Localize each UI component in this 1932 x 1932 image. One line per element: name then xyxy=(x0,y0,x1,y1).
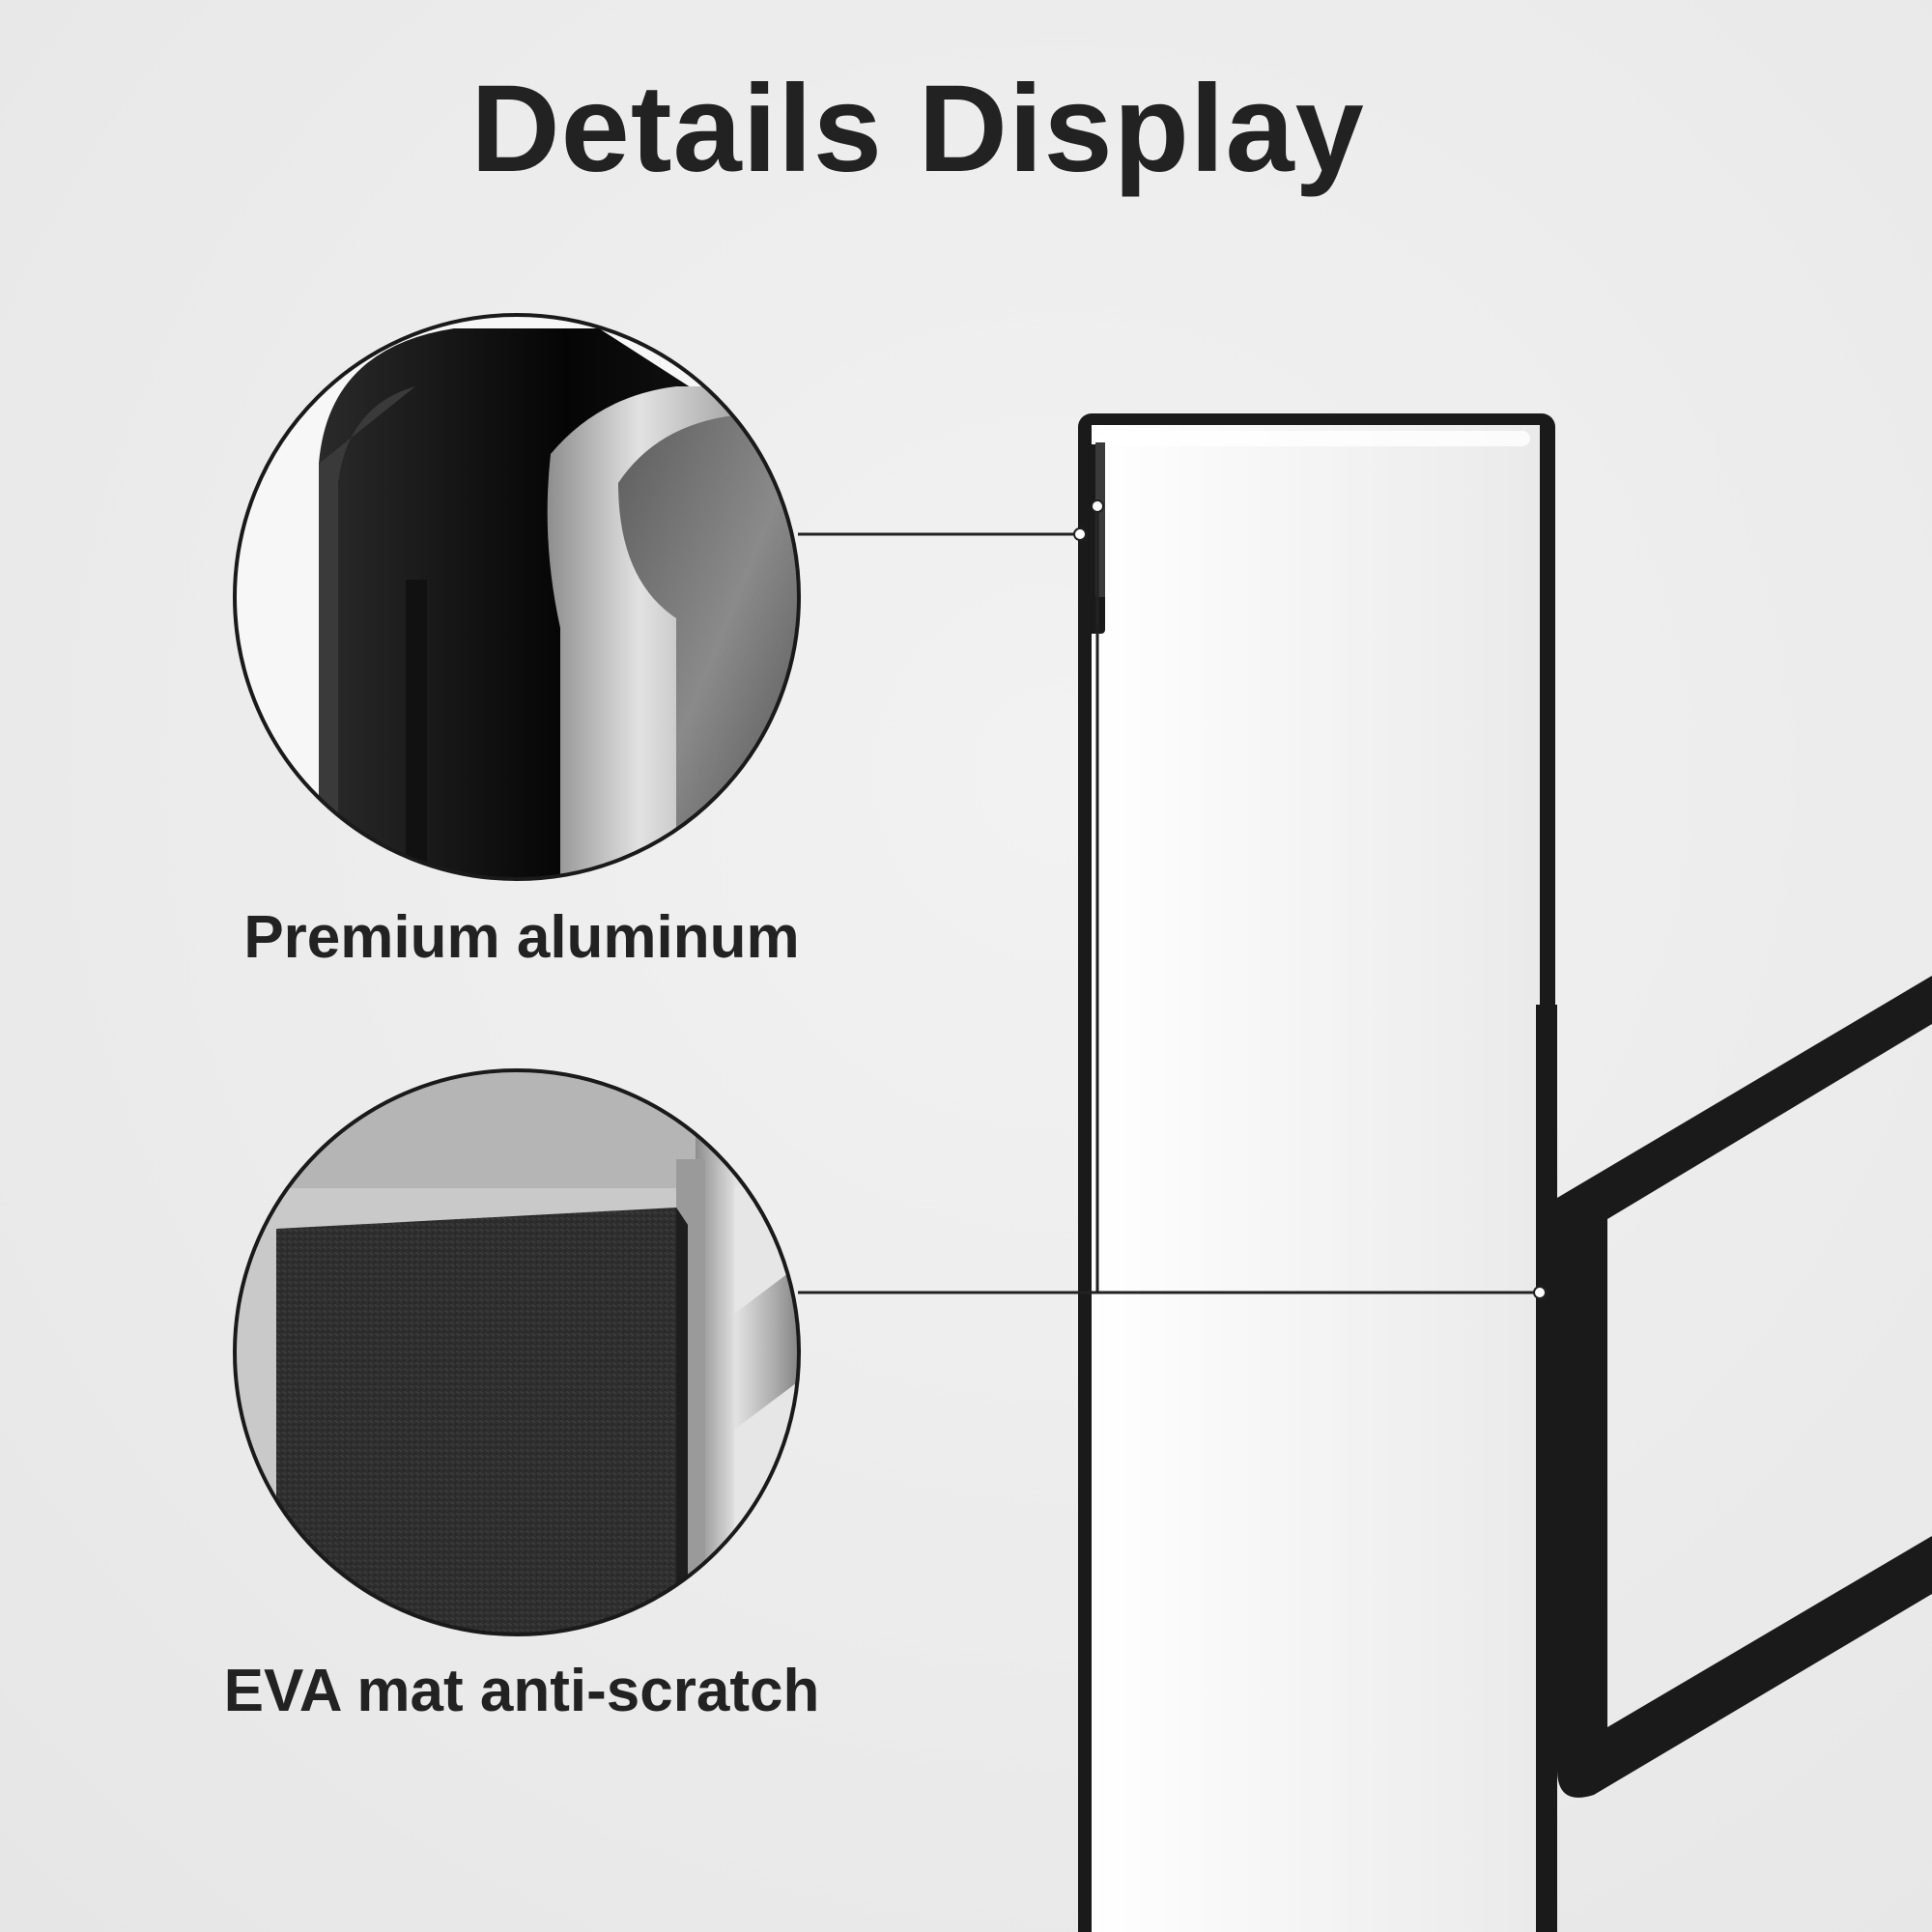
eva-mat-icon xyxy=(233,1068,801,1636)
page-title: Details Display xyxy=(470,60,1365,198)
callout-label-aluminum: Premium aluminum xyxy=(243,904,800,971)
callout-label-eva: EVA mat anti-scratch xyxy=(223,1658,820,1724)
aluminum-profile-icon xyxy=(233,313,801,881)
callout-lines xyxy=(798,499,1547,1299)
mirror-stand xyxy=(1557,976,1932,1798)
mirror-frame xyxy=(1078,413,1557,1932)
